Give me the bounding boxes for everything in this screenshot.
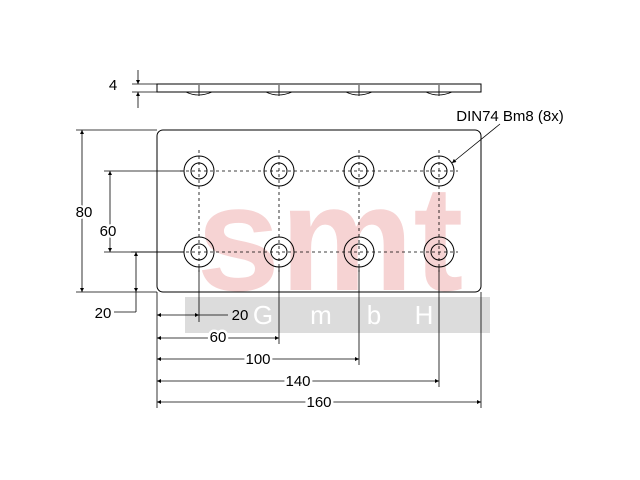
hole-r1c3 (343, 155, 375, 187)
vertical-dimensions: 80 60 20 (74, 129, 184, 322)
dim20h-label: 20 (232, 307, 249, 324)
watermark-letter-h: H (415, 300, 434, 330)
horizontal-dimensions: 20 60 100 140 160 (156, 267, 482, 414)
part-label-leader (451, 123, 501, 164)
dim160-label: 160 (306, 394, 331, 411)
dim60v-label: 60 (100, 223, 117, 240)
countersink-arcs (185, 91, 453, 96)
dim140-label: 140 (285, 373, 310, 390)
watermark-letter-m: m (310, 300, 332, 330)
dim80-label: 80 (76, 204, 93, 221)
plate-outline (156, 129, 482, 293)
watermark-main-text: smt (197, 154, 464, 322)
side-view: 4 (109, 70, 482, 108)
hole-r1c4 (423, 155, 455, 187)
side-hole-centerlines (198, 85, 440, 96)
thickness-label: 4 (109, 77, 117, 94)
watermark-letter-b: b (367, 300, 381, 330)
part-label: DIN74 Bm8 (8x) (456, 108, 564, 125)
plate-side-outline (156, 83, 482, 93)
dim100-label: 100 (245, 351, 270, 368)
watermark-letter-g: G (253, 300, 273, 330)
hole-r1c2 (263, 155, 295, 187)
dim20v-label: 20 (95, 305, 112, 322)
dim60h-label: 60 (210, 329, 227, 346)
